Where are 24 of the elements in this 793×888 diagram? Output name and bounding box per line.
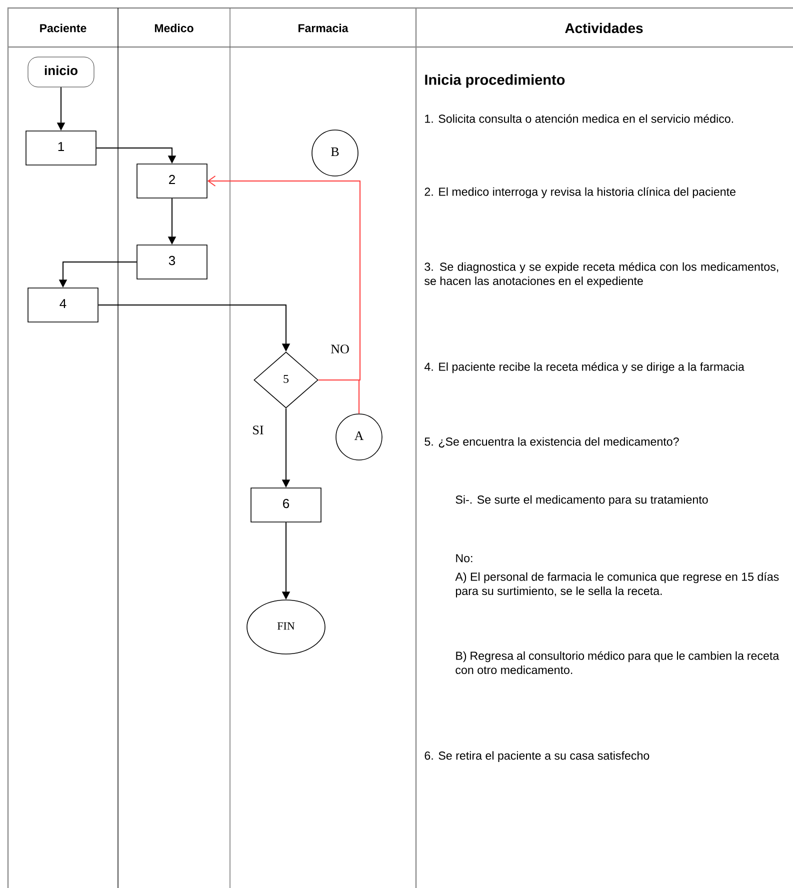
- activity-text: 4. El paciente recibe la receta médica y se dirige a la farmacia: [424, 362, 744, 374]
- section-heading: Inicia procedimiento: [425, 74, 565, 88]
- activity-text: No:: [456, 554, 472, 562]
- edge-label: SI: [251, 424, 265, 436]
- column-header: Paciente: [40, 24, 86, 32]
- process-box: 1: [26, 130, 96, 166]
- activity-text: B) Regresa al consultorio médico para que le cambien la receta con otro medicamento.: [456, 651, 780, 674]
- edge-label: NO: [330, 344, 350, 354]
- arrow: [207, 176, 360, 380]
- process-box: 3: [136, 244, 208, 280]
- activity-text: Si-. Se surte el medicamento para su tratamiento: [456, 495, 708, 506]
- process-box: 4: [28, 288, 98, 322]
- process-box: 2: [136, 164, 208, 198]
- activity-text: 2. El medico interroga y revisa la historia clínica del paciente: [424, 187, 736, 198]
- activity-text: 5. ¿Se encuentra la existencia del medicamento?: [424, 437, 679, 448]
- activity-text: 6. Se retira el paciente a su casa satisfecho: [424, 751, 650, 762]
- activity-text: 3. Se diagnostica y se expide receta médica con los medicamentos, se hacen las anotaciones en el expediente: [424, 262, 778, 288]
- activity-text: 1. Solicita consulta o atención medica en el servicio médico.: [425, 114, 734, 123]
- terminal-box: inicio: [28, 56, 94, 88]
- activity-text: A) El personal de farmacia le comunica que regrese en 15 días para su surtimiento, se le sella la receta.: [455, 572, 779, 598]
- column-header: Actividades: [565, 22, 643, 34]
- column-header: Farmacia: [298, 24, 348, 32]
- column-header: Medico: [154, 24, 194, 32]
- process-box: 6: [250, 488, 322, 522]
